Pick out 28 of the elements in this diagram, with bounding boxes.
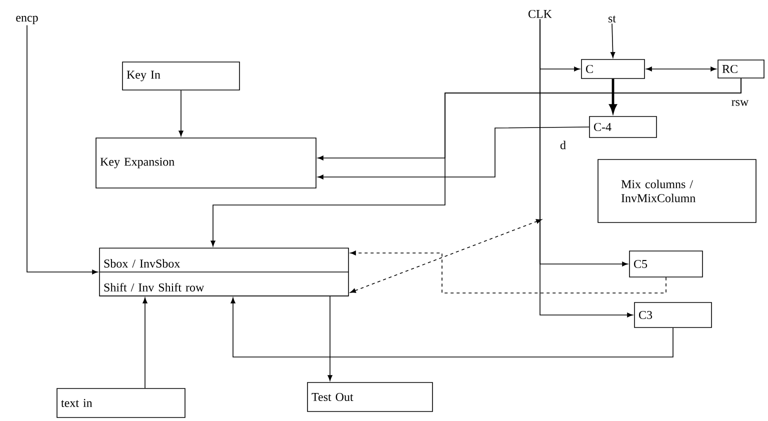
arrow	[350, 219, 542, 293]
signal-label: encp	[16, 16, 38, 24]
edge-label: d	[559, 140, 567, 150]
signal-label: CLK	[528, 10, 552, 18]
arrow	[178, 90, 184, 136]
edge-label: rsw	[730, 99, 750, 107]
process-box: Mix columns / InvMixColumn	[598, 159, 756, 223]
process-box: Key In	[122, 62, 240, 90]
arrow	[328, 296, 332, 381]
arrow	[610, 23, 616, 58]
process-box: RC	[718, 60, 764, 78]
process-box: C	[581, 59, 645, 79]
signal-label: st	[608, 16, 616, 22]
arrow	[142, 298, 148, 388]
arrow	[210, 78, 742, 246]
arrow	[540, 18, 633, 318]
split-process-box: Sbox / InvSbox Shift / Inv Shift row	[99, 248, 349, 296]
process-box: Key Expansion	[96, 138, 316, 188]
process-box: Test Out	[307, 382, 433, 412]
arrow	[318, 126, 590, 180]
arrow	[646, 66, 716, 72]
process-box: C5	[629, 250, 703, 278]
process-box: C3	[634, 302, 712, 328]
arrow	[230, 298, 674, 358]
process-box: C-4	[589, 116, 657, 138]
process-box: text in	[56, 388, 186, 418]
arrow	[350, 250, 666, 294]
arrow	[26, 24, 98, 274]
